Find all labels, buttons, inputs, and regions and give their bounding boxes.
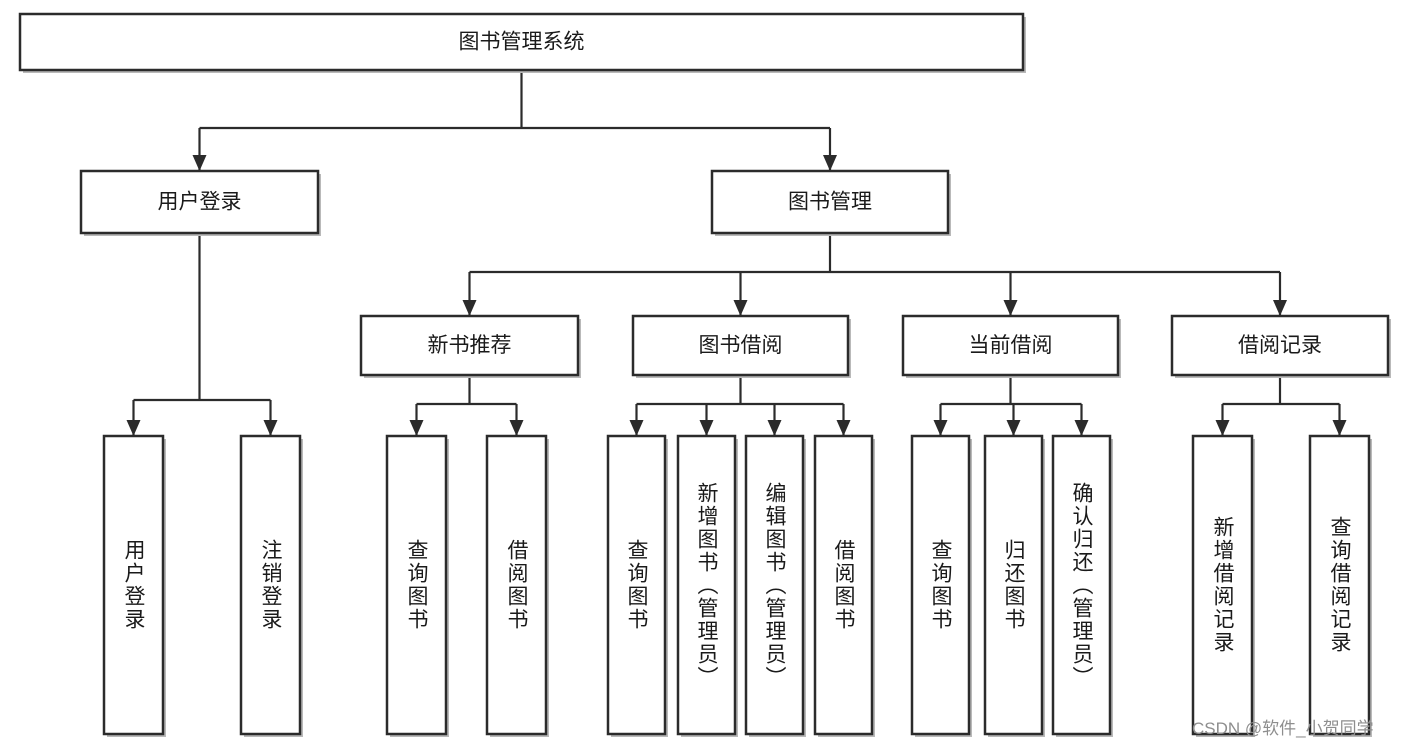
arrowhead-icon: [836, 420, 851, 436]
node-borrow-record[interactable]: 借阅记录: [1170, 314, 1391, 378]
arrowhead-icon: [767, 420, 782, 436]
node-leaf-query-book-cur[interactable]: [910, 434, 972, 737]
arrowhead-icon: [1332, 420, 1347, 436]
arrowhead-icon: [126, 420, 141, 436]
node-leaf-query-book-borrow[interactable]: [606, 434, 668, 737]
node-new-book-recommend[interactable]: 新书推荐: [359, 314, 581, 378]
node-leaf-borrow-book[interactable]: [813, 434, 875, 737]
csdn-watermark: CSDN @软件_小贺同学: [1192, 719, 1374, 738]
arrowhead-icon: [409, 420, 424, 436]
arrowhead-icon: [1215, 420, 1230, 436]
connectors-borrow-record-to-leaves: [1215, 375, 1347, 436]
connectors-new-book-recommend-to-leaves: [409, 375, 524, 436]
arrowhead-icon: [1003, 300, 1018, 316]
node-leaf-add-book[interactable]: [676, 434, 738, 737]
node-leaf-edit-book[interactable]: [744, 434, 806, 737]
node-user-login[interactable]: 用户登录: [79, 169, 321, 236]
node-label-book-management: 图书管理: [788, 191, 872, 214]
arrowhead-icon: [823, 155, 837, 171]
connectors-root-to-level2: [192, 70, 837, 171]
node-label-book-borrow: 图书借阅: [699, 334, 783, 357]
arrowhead-icon: [192, 155, 207, 171]
node-label-root: 图书管理系统: [459, 31, 585, 54]
node-leaf-logout[interactable]: [239, 434, 303, 737]
arrowhead-icon: [933, 420, 948, 436]
node-label-user-login: 用户登录: [158, 191, 242, 214]
arrowhead-icon: [733, 300, 748, 316]
node-leaf-query-record[interactable]: [1308, 434, 1372, 737]
node-label-borrow-record: 借阅记录: [1238, 334, 1322, 357]
node-leaf-return-book[interactable]: [983, 434, 1045, 737]
node-leaf-user-login[interactable]: [102, 434, 166, 737]
node-leaf-add-record[interactable]: [1191, 434, 1255, 737]
connector-layer: [126, 70, 1347, 436]
arrowhead-icon: [629, 420, 644, 436]
node-leaf-confirm-return[interactable]: [1051, 434, 1113, 737]
connectors-current-borrow-to-leaves: [933, 375, 1089, 436]
connectors-user-login-to-leaves: [126, 233, 278, 436]
connectors-book-borrow-to-leaves: [629, 375, 851, 436]
node-root[interactable]: 图书管理系统: [18, 12, 1026, 73]
arrowhead-icon: [263, 420, 278, 436]
node-current-borrow[interactable]: 当前借阅: [901, 314, 1121, 378]
node-label-new-book-recommend: 新书推荐: [428, 334, 512, 357]
arrowhead-icon: [462, 300, 477, 316]
arrowhead-icon: [1074, 420, 1089, 436]
arrowhead-icon: [1273, 300, 1287, 316]
arrowhead-icon: [509, 420, 524, 436]
node-book-management[interactable]: 图书管理: [710, 169, 951, 236]
connectors-management-to-level3: [462, 233, 1287, 316]
arrowhead-icon: [1006, 420, 1021, 436]
node-leaf-borrow-book-rec[interactable]: [485, 434, 549, 737]
node-book-borrow[interactable]: 图书借阅: [631, 314, 851, 378]
node-label-current-borrow: 当前借阅: [969, 334, 1053, 357]
arrowhead-icon: [699, 420, 714, 436]
node-leaf-query-book-rec[interactable]: [385, 434, 449, 737]
